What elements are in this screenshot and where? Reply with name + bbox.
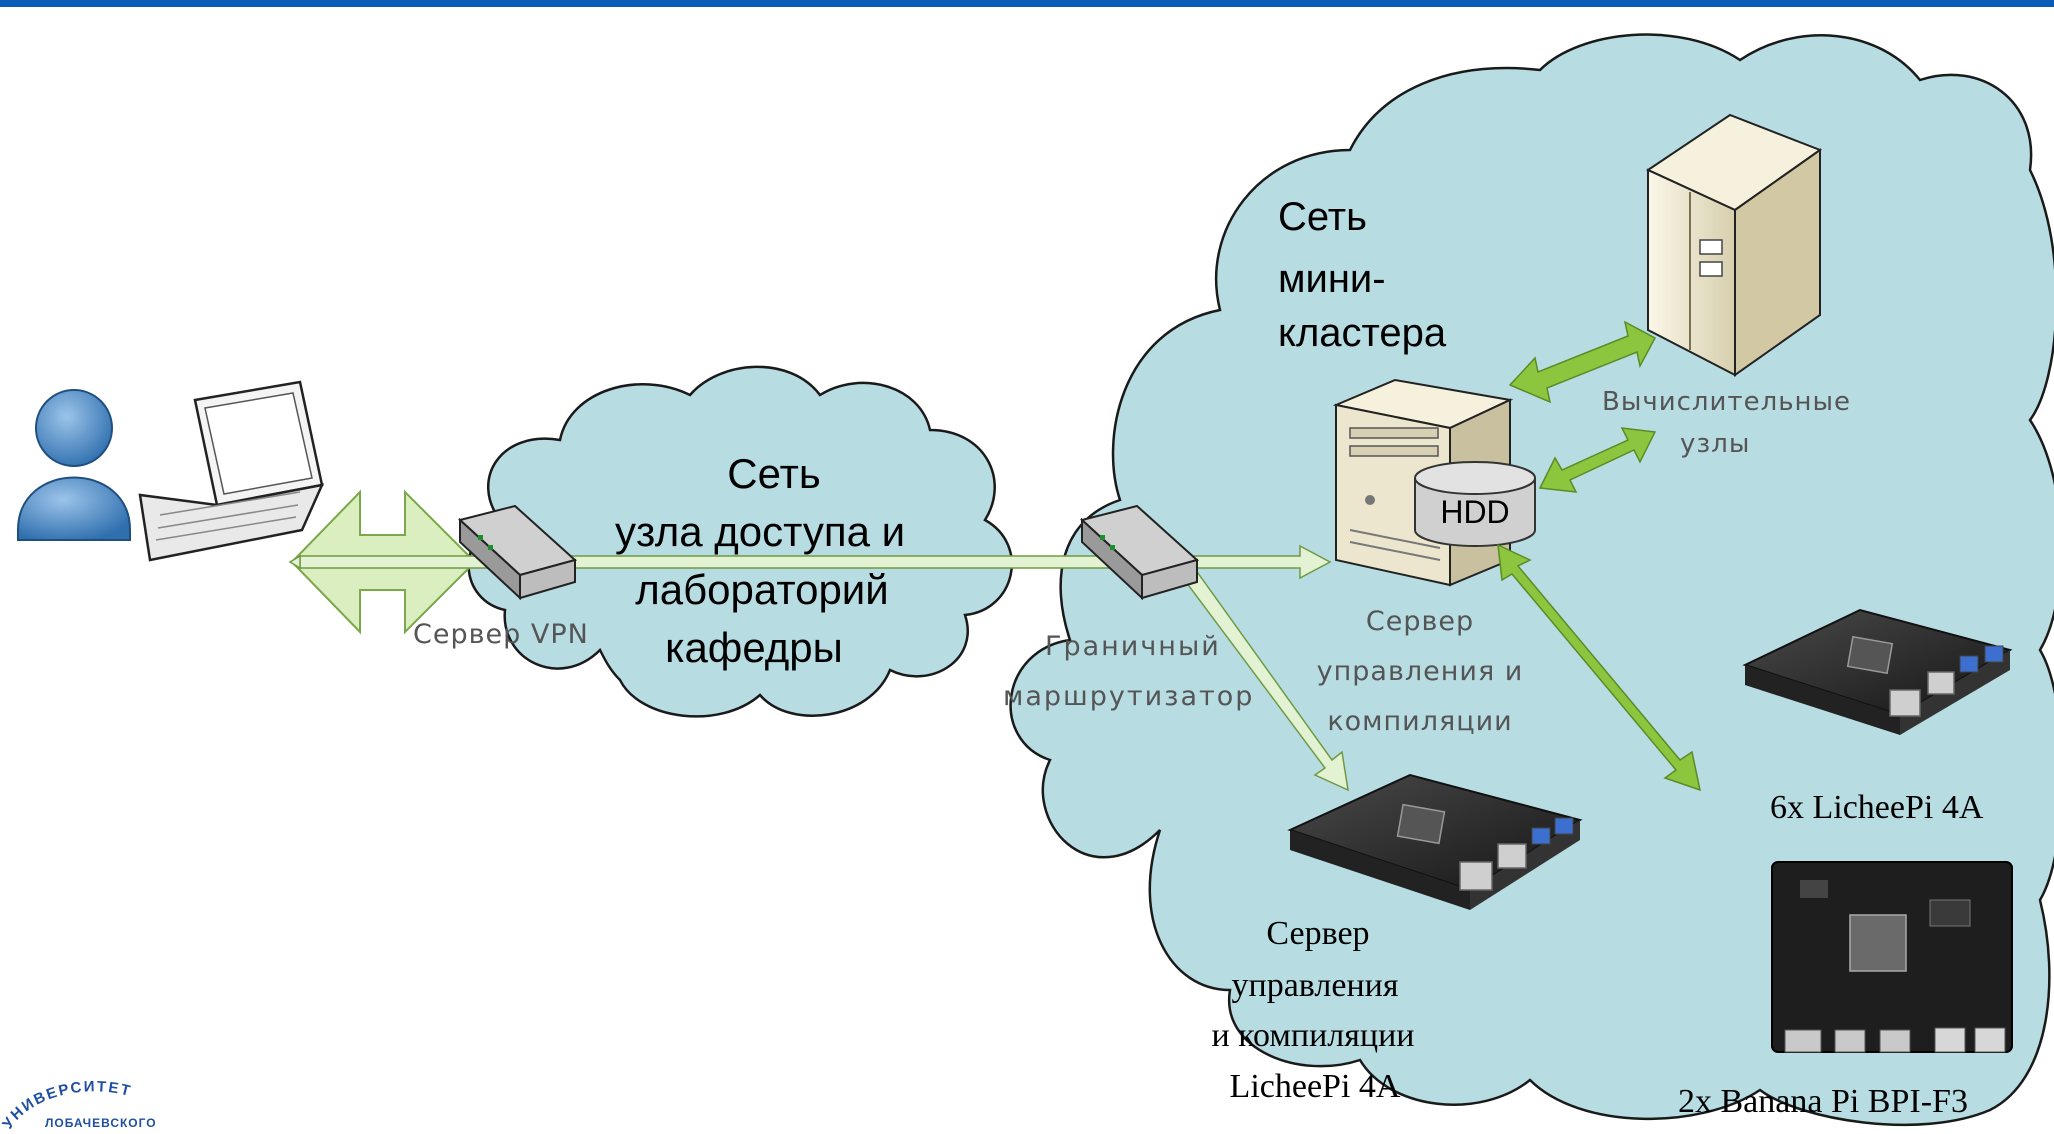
lichee-mgmt-label-4: LicheePi 4A	[1230, 1068, 1401, 1105]
router-to-board-arrow	[1176, 560, 1349, 792]
mgmt-server-label-3: компиляции	[1327, 706, 1512, 737]
access-cloud-label-3: лабораторий	[635, 566, 888, 613]
mgmt-to-compute-arrow	[1508, 320, 1657, 404]
lichee-mgmt-label-3: и компиляции	[1212, 1017, 1415, 1054]
hdd-cylinder-icon	[1414, 461, 1536, 547]
banana-nodes-label: 2x Banana Pi BPI-F3	[1678, 1083, 1968, 1120]
top-bar	[0, 0, 2054, 7]
user-icon	[17, 389, 131, 541]
lichee-mgmt-label-1: Сервер	[1266, 915, 1369, 952]
lichee-nodes-label: 6x LicheePi 4A	[1770, 789, 1984, 826]
laptop-icon	[138, 380, 325, 562]
cluster-cloud-label-3: кластера	[1278, 311, 1447, 355]
cluster-cloud-label-1: Сеть	[1278, 195, 1367, 239]
compute-nodes-label-1: Вычислительные	[1602, 387, 1851, 417]
uplink-arrow	[288, 544, 1332, 580]
border-router-label-2: маршрутизатор	[1003, 681, 1254, 712]
border-router-icon	[1079, 504, 1200, 601]
lichee-mgmt-board-icon	[1287, 773, 1583, 910]
cluster-cloud-label-2: мини-	[1278, 257, 1386, 301]
vpn-server-label: Сервер VPN	[413, 619, 589, 650]
mgmt-server-label-1: Сервер	[1366, 606, 1474, 637]
hdd-to-boards-arrow	[1497, 543, 1702, 792]
border-router-label-1: Граничный	[1045, 631, 1221, 662]
banana-board-icon	[1771, 861, 2013, 1053]
mgmt-server-label-2: управления и	[1317, 656, 1524, 687]
access-cloud-label-1: Сеть	[727, 450, 820, 497]
hdd-label: HDD	[1440, 494, 1509, 530]
hdd-to-compute-arrow	[1538, 427, 1657, 493]
server-rack-icon	[1645, 113, 1823, 377]
access-cloud-label-4: кафедры	[665, 624, 843, 671]
lichee-mgmt-label-2: управления	[1232, 967, 1399, 1004]
vpn-router-icon	[457, 504, 578, 601]
logo-text-bottom: ЛОБАЧЕВСКОГО	[45, 1116, 157, 1129]
compute-nodes-label-2: узлы	[1680, 429, 1750, 459]
access-cloud-label-2: узла доступа и	[615, 508, 905, 555]
lichee-nodes-board-icon	[1742, 608, 2013, 735]
university-seal-logo: УНИВЕРСИТЕТ ЛОБАЧЕВСКОГО	[0, 1078, 157, 1132]
